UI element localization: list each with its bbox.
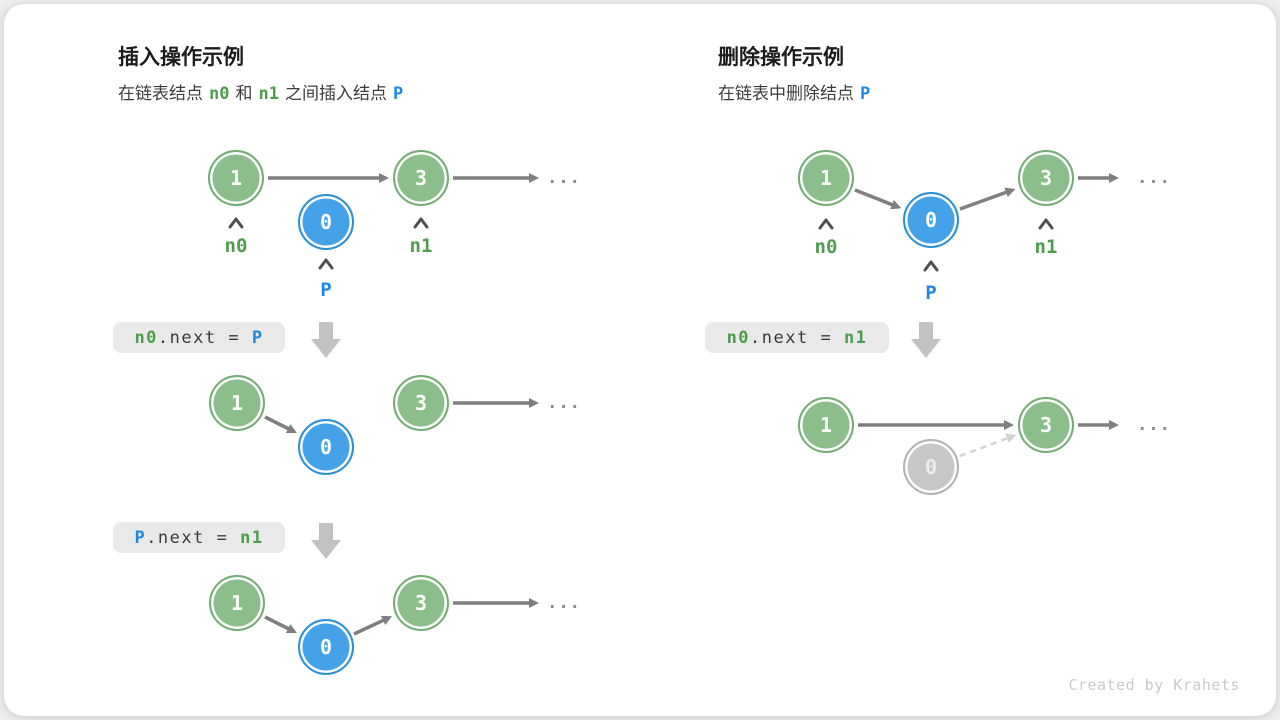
- pointer-label-n1: n1: [1034, 236, 1058, 258]
- list-node-p: 0: [903, 192, 959, 248]
- delete-panel-title: 删除操作示例: [718, 46, 844, 69]
- canvas-card: [4, 4, 1276, 716]
- pointer-label-p: P: [320, 279, 332, 301]
- list-node-3: 3: [1018, 150, 1074, 206]
- subtitle-text: 在链表结点: [118, 84, 203, 103]
- ellipsis: ...: [547, 593, 581, 613]
- subtitle-text: 和: [235, 84, 253, 103]
- list-node-1: 1: [209, 575, 265, 631]
- code-op: .next =: [750, 327, 844, 348]
- list-node-p: 0: [298, 419, 354, 475]
- code-box-step1: n0.next = n1: [705, 322, 889, 353]
- code-lhs: P: [134, 527, 147, 548]
- ellipsis: ...: [547, 168, 581, 188]
- code-lhs: n0: [134, 327, 158, 348]
- code-op: .next =: [146, 527, 241, 548]
- removed-node-p: 0: [903, 439, 959, 495]
- insert-panel-title: 插入操作示例: [118, 46, 244, 69]
- list-node-1: 1: [209, 375, 265, 431]
- pointer-label-n0: n0: [814, 236, 838, 258]
- list-node-3: 3: [393, 375, 449, 431]
- list-node-1: 1: [798, 150, 854, 206]
- list-node-p: 0: [298, 619, 354, 675]
- ellipsis: ...: [547, 393, 581, 413]
- inline-code-n0: n0: [209, 84, 230, 104]
- code-box-step1: n0.next = P: [113, 322, 285, 353]
- list-node-3: 3: [393, 575, 449, 631]
- code-rhs: n1: [240, 527, 264, 548]
- code-lhs: n0: [726, 327, 751, 348]
- subtitle-text: 之间插入结点: [284, 84, 387, 103]
- code-op: .next =: [157, 327, 252, 348]
- code-rhs: n1: [843, 327, 868, 348]
- list-node-3: 3: [1018, 397, 1074, 453]
- pointer-label-p: P: [925, 282, 937, 304]
- inline-code-n1: n1: [258, 84, 279, 104]
- code-box-step2: P.next = n1: [113, 522, 285, 553]
- list-node-1: 1: [208, 150, 264, 206]
- subtitle-text: 在链表中删除结点: [718, 84, 854, 103]
- code-rhs: P: [251, 327, 264, 348]
- list-node-3: 3: [393, 150, 449, 206]
- delete-panel-subtitle: 在链表中删除结点 P: [718, 79, 876, 104]
- inline-code-p: P: [860, 84, 871, 104]
- pointer-label-n1: n1: [409, 235, 433, 257]
- list-node-1: 1: [798, 397, 854, 453]
- ellipsis: ...: [1137, 415, 1171, 435]
- insert-panel-subtitle: 在链表结点 n0 和 n1 之间插入结点 P: [118, 79, 409, 104]
- ellipsis: ...: [1137, 168, 1171, 188]
- watermark: Created by Krahets: [1068, 676, 1240, 694]
- inline-code-p: P: [392, 84, 404, 104]
- list-node-p: 0: [298, 194, 354, 250]
- pointer-label-n0: n0: [224, 235, 248, 257]
